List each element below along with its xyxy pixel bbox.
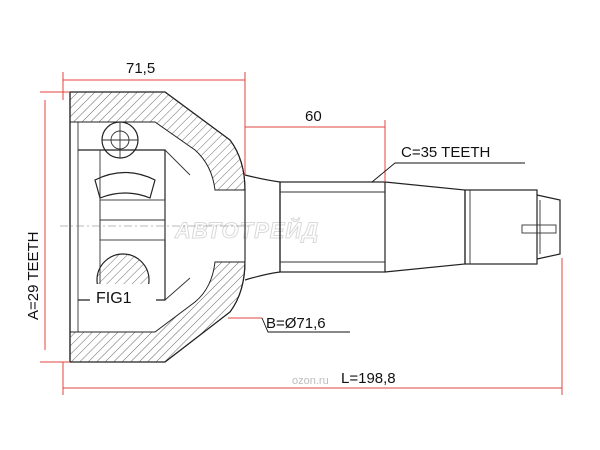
figure-label: FIG1 [96, 290, 132, 307]
dimension-shaft-length: 60 [305, 108, 322, 125]
watermark: АВТОТРЕЙД ozon.ru [174, 217, 329, 388]
watermark-site: ozon.ru [292, 375, 329, 387]
dimension-diameter: B=Ø71,6 [266, 315, 326, 332]
dimension-teeth-inner: C=35 TEETH [401, 144, 490, 161]
ball-top [101, 121, 139, 159]
dimension-top-width: 71,5 [126, 60, 155, 77]
cv-shaft [279, 181, 561, 273]
dimension-lines [40, 72, 563, 395]
dimension-teeth-outer: A=29 TEETH [25, 231, 42, 320]
fig1-section: FIG1 [90, 253, 156, 310]
watermark-brand: АВТОТРЕЙД [174, 217, 319, 243]
leader-lines [261, 162, 525, 333]
dimension-total-length: L=198,8 [341, 370, 396, 387]
